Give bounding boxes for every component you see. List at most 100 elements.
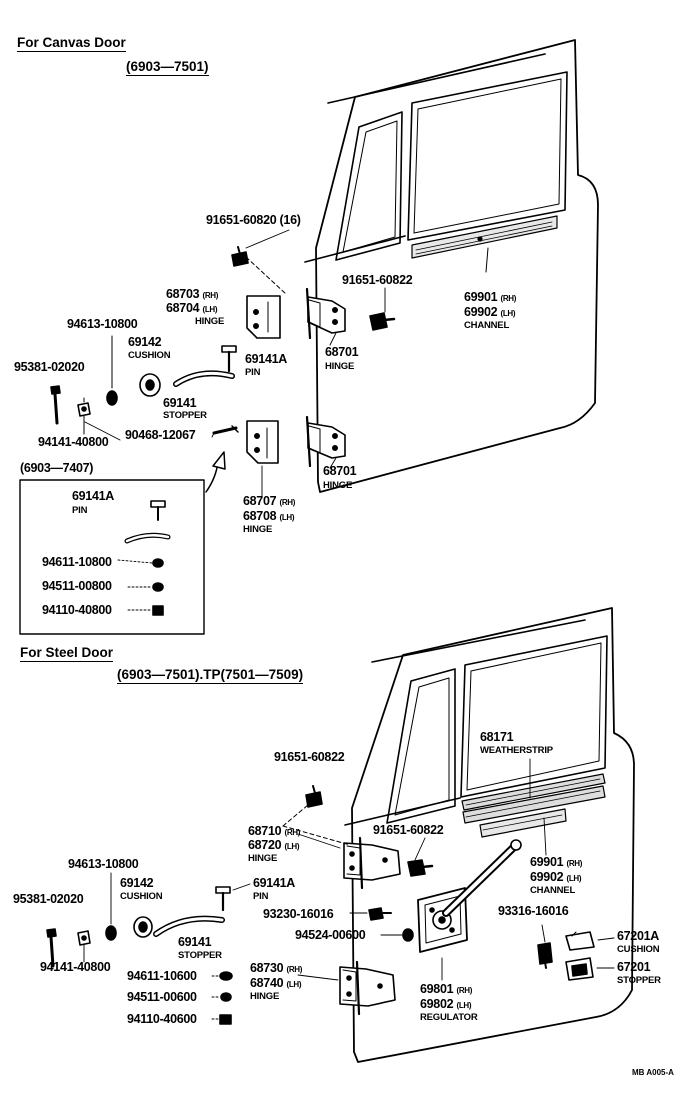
label-90468-12067: 90468-12067 bbox=[125, 428, 196, 442]
box-stopper bbox=[124, 532, 171, 544]
label-68704: 68704 (LH) bbox=[166, 301, 218, 315]
label-hinge-68707: HINGE bbox=[243, 524, 273, 535]
canvas-arrow bbox=[205, 451, 226, 493]
box-label-94611: 94611-10800 bbox=[42, 555, 112, 569]
steel-washer-94611 bbox=[219, 971, 233, 981]
steel-bolt-91651-a bbox=[282, 785, 351, 846]
label-69902-steel: 69902 (LH) bbox=[530, 870, 582, 884]
box-label-94511: 94511-00800 bbox=[42, 579, 112, 593]
steel-washer-94613 bbox=[105, 872, 117, 941]
label-hinge-68730: HINGE bbox=[250, 991, 280, 1002]
steel-bolt-91651-b bbox=[407, 837, 434, 877]
label-95381-02020: 95381-02020 bbox=[14, 360, 85, 374]
steel-nut-94141 bbox=[77, 930, 91, 963]
label-68740: 68740 (LH) bbox=[250, 976, 302, 990]
box-label-69141A: 69141A bbox=[72, 489, 114, 503]
steel-hinge-68710 bbox=[343, 836, 401, 890]
canvas-sub-range: (6903—7407) bbox=[20, 461, 94, 475]
label-67201: 67201 bbox=[617, 960, 651, 974]
label-stopper-67201: STOPPER bbox=[617, 975, 661, 986]
label-69141A: 69141A bbox=[245, 352, 287, 366]
box-pin bbox=[150, 500, 166, 521]
label-68730: 68730 (RH) bbox=[250, 961, 303, 975]
label-93230-16016: 93230-16016 bbox=[263, 907, 334, 921]
canvas-bolt-91651-60820 bbox=[231, 246, 249, 267]
steel-cushion-69142 bbox=[133, 916, 153, 938]
label-hinge-68710: HINGE bbox=[248, 853, 278, 864]
steel-bolt-93230 bbox=[368, 907, 392, 921]
steel-channel-69901 bbox=[479, 808, 567, 856]
canvas-door-panel bbox=[304, 39, 599, 493]
label-68707: 68707 (RH) bbox=[243, 494, 296, 508]
label-91651-60822-b: 91651-60822 bbox=[373, 823, 444, 837]
label-69141-steel: 69141 bbox=[178, 935, 212, 949]
label-cushion: CUSHION bbox=[128, 350, 171, 361]
steel-stopper-69141 bbox=[153, 915, 225, 937]
label-94613-10800: 94613-10800 bbox=[67, 317, 138, 331]
label-weatherstrip: WEATHERSTRIP bbox=[480, 745, 553, 756]
label-91651-60822-a: 91651-60822 bbox=[274, 750, 345, 764]
steel-pin-69141A bbox=[215, 883, 251, 912]
canvas-screw-90468 bbox=[212, 425, 239, 435]
canvas-cushion-69142 bbox=[139, 373, 161, 397]
label-69801: 69801 (RH) bbox=[420, 982, 473, 996]
canvas-section-title: For Canvas Door bbox=[17, 35, 126, 52]
steel-weatherstrip-68171 bbox=[461, 758, 606, 824]
box-label-pin: PIN bbox=[72, 505, 88, 516]
canvas-channel-69901 bbox=[411, 215, 558, 273]
label-94611-10600: 94611-10600 bbox=[127, 969, 197, 983]
label-cushion-steel: CUSHION bbox=[120, 891, 163, 902]
label-stopper-steel: STOPPER bbox=[178, 950, 222, 961]
label-69142: 69142 bbox=[128, 335, 162, 349]
label-68710: 68710 (RH) bbox=[248, 824, 301, 838]
steel-door-panel bbox=[344, 607, 635, 1063]
canvas-pin-69141A bbox=[221, 345, 237, 373]
label-cushion-67201A: CUSHION bbox=[617, 944, 660, 955]
label-67201A: 67201A bbox=[617, 929, 659, 943]
label-91651-60822: 91651-60822 bbox=[342, 273, 413, 287]
steel-washer-94511 bbox=[220, 992, 232, 1002]
steel-stopper-67201 bbox=[565, 957, 615, 981]
box-washer-94511 bbox=[152, 582, 164, 592]
canvas-hinge-68701-bottom bbox=[305, 415, 346, 468]
label-stopper: STOPPER bbox=[163, 410, 207, 421]
steel-nut-94110 bbox=[219, 1014, 232, 1025]
label-69901-steel: 69901 (RH) bbox=[530, 855, 583, 869]
steel-leaders bbox=[211, 833, 403, 1020]
footer-code: MB A005-A bbox=[632, 1068, 674, 1077]
label-94511-00600: 94511-00600 bbox=[127, 990, 197, 1004]
steel-cushion-67201A bbox=[565, 931, 615, 951]
label-channel-steel: CHANNEL bbox=[530, 885, 576, 896]
label-94524-00600: 94524-00600 bbox=[295, 928, 366, 942]
canvas-kit-box bbox=[19, 479, 205, 635]
label-94110-40600: 94110-40600 bbox=[127, 1012, 197, 1026]
canvas-stopper-69141 bbox=[173, 370, 235, 387]
label-hinge-68701-top: HINGE bbox=[325, 361, 355, 372]
label-68708: 68708 (LH) bbox=[243, 509, 295, 523]
label-pin: PIN bbox=[245, 367, 261, 378]
label-93316-16016: 93316-16016 bbox=[498, 904, 569, 918]
steel-bolt-95381 bbox=[46, 928, 57, 968]
label-95381-02020-steel: 95381-02020 bbox=[13, 892, 84, 906]
label-69141A-steel: 69141A bbox=[253, 876, 295, 890]
label-69802: 69802 (LH) bbox=[420, 997, 472, 1011]
steel-bolt-93316 bbox=[537, 924, 553, 969]
label-94613-10800-steel: 94613-10800 bbox=[68, 857, 139, 871]
canvas-nut-94141 bbox=[77, 397, 91, 435]
canvas-bolt-95381 bbox=[50, 385, 61, 425]
label-68171: 68171 bbox=[480, 730, 514, 744]
label-69902: 69902 (LH) bbox=[464, 305, 516, 319]
steel-section-range: (6903—7501).TP(7501—7509) bbox=[117, 667, 304, 684]
steel-washer-94524 bbox=[402, 928, 414, 942]
canvas-washer-94613 bbox=[106, 335, 118, 406]
label-hinge-68703: HINGE bbox=[195, 316, 225, 327]
canvas-bolt-91651-60822 bbox=[369, 312, 396, 331]
label-68720: 68720 (LH) bbox=[248, 838, 300, 852]
label-69901: 69901 (RH) bbox=[464, 290, 517, 304]
steel-regulator-69801 bbox=[417, 839, 522, 981]
canvas-section-range: (6903—7501) bbox=[126, 59, 209, 76]
box-label-94110: 94110-40800 bbox=[42, 603, 112, 617]
label-94141-40800-steel: 94141-40800 bbox=[40, 960, 111, 974]
